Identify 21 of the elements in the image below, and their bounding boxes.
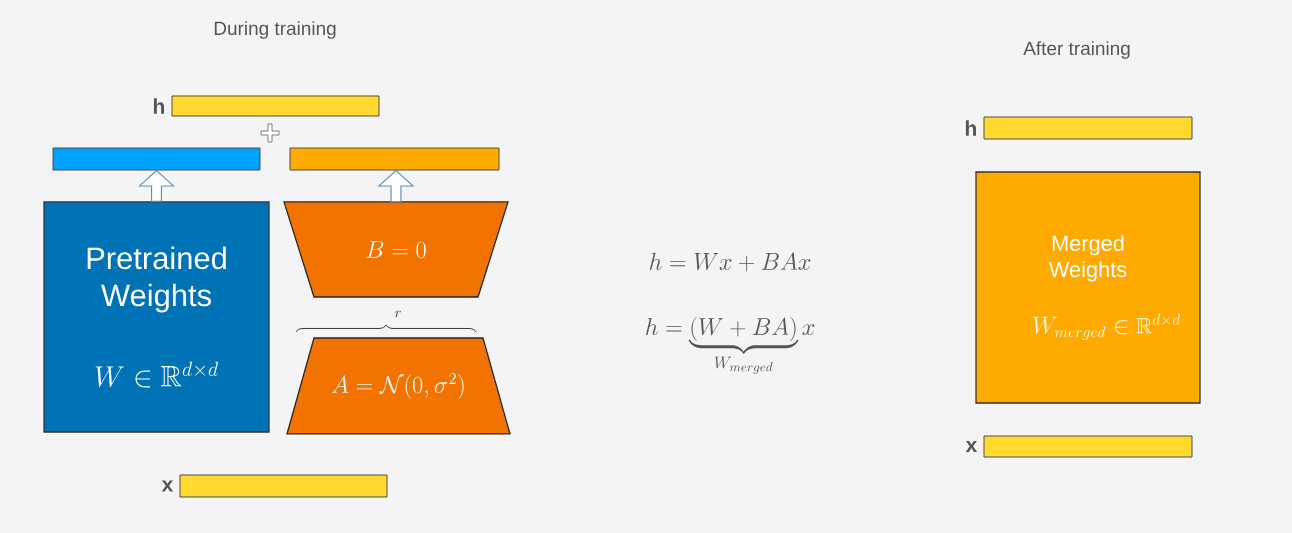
vector-label: x	[161, 480, 174, 492]
vector-bar	[179, 474, 388, 498]
dimension-label: $r$	[395, 310, 401, 318]
vector-label: x	[965, 440, 978, 453]
vector-bar	[289, 147, 500, 171]
equation: $h = Wx + BAx$	[649, 252, 811, 272]
hollow-arrow	[377, 169, 415, 203]
trapezoid-block: $A = \mathcal{N}(0, \sigma^2)$	[286, 337, 511, 435]
trapezoid-block: $B = 0$	[283, 201, 509, 298]
panel-title: During training	[214, 21, 336, 39]
vector-label: h	[965, 120, 976, 136]
panel-title: After training	[1023, 41, 1130, 59]
weight-matrix-box: Merged Weights $W_{merged} \in \mathbb{R}^{d\times d}$	[975, 171, 1201, 404]
vector-bar	[983, 435, 1193, 458]
vector-bar	[171, 95, 380, 117]
vector-label: h	[153, 98, 164, 114]
vector-bar	[52, 147, 261, 171]
vector-bar	[983, 116, 1193, 140]
weight-matrix-box: Pretrained Weights $W \in \mathbb{R}^{d\times d}$	[43, 201, 270, 433]
hollow-arrow	[138, 169, 175, 202]
equation: $h = \underbrace{(W + BA)}_{W_{merged}}x$	[646, 316, 815, 374]
